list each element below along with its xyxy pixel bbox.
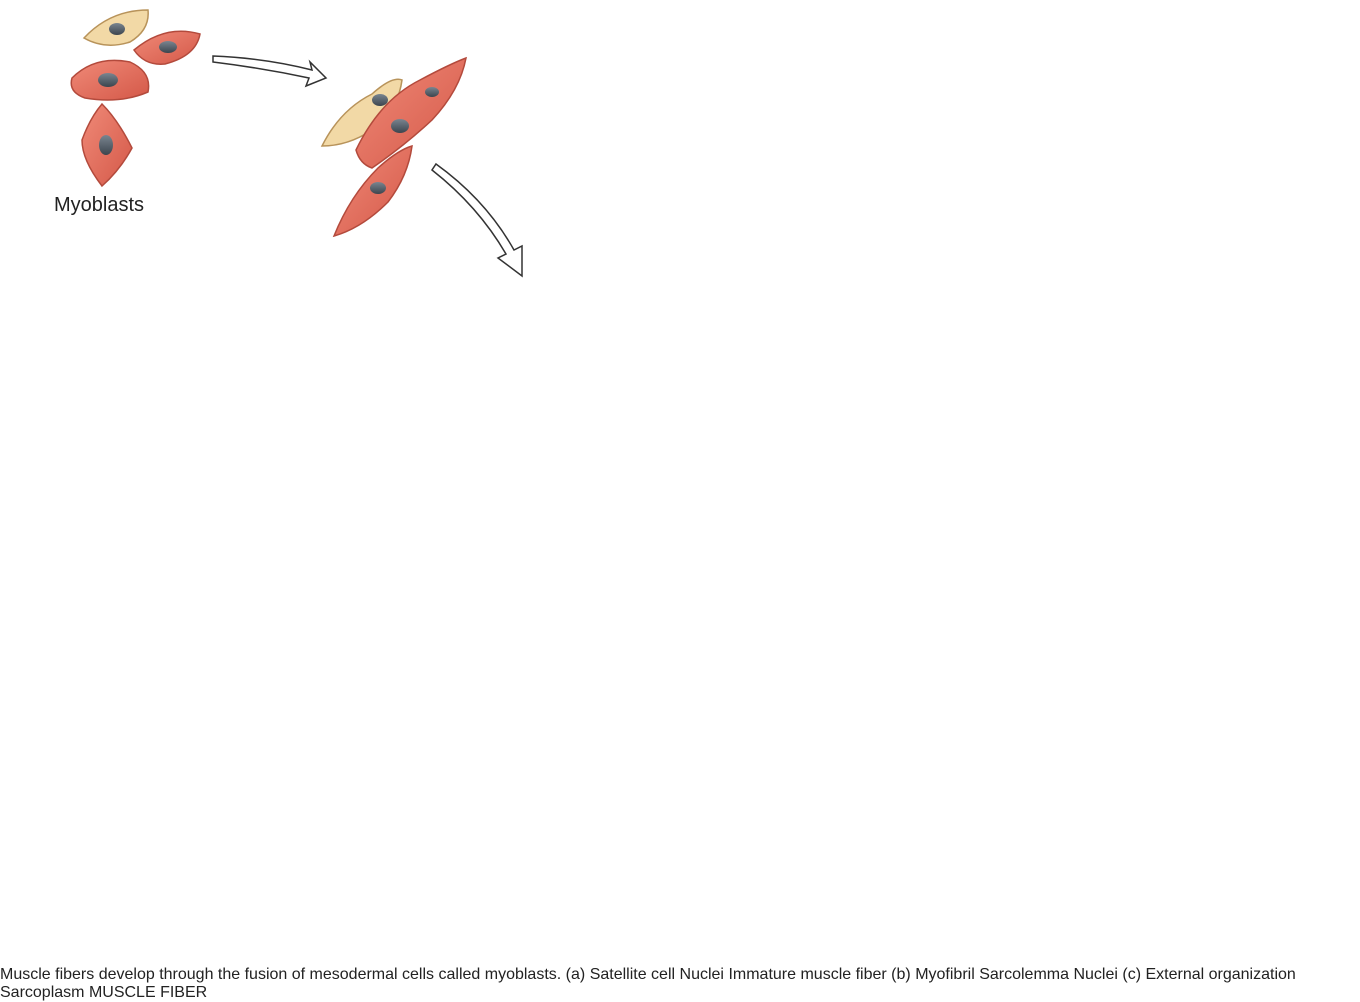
info-line-5-prefix: called: [438, 966, 484, 983]
info-box-text: Muscle fibers develop through the fusion…: [0, 966, 566, 983]
info-line-1: Muscle fibers: [0, 966, 94, 983]
fusing-myoblasts: [322, 58, 466, 236]
label-satellite-cell: Satellite cell: [590, 966, 675, 983]
info-box-frame: Muscle fibers develop through the fusion…: [0, 966, 1296, 1001]
info-line-2: develop through: [99, 966, 214, 983]
info-line-4: mesodermal cells: [310, 966, 434, 983]
info-line-5-italic: myoblasts: [485, 966, 557, 983]
label-panel-b: (b): [891, 966, 911, 983]
label-myofibril: Myofibril: [915, 966, 975, 983]
leader-sarcoplasm: MUSCLE FIBER: [89, 984, 207, 1001]
label-sarcolemma: Sarcolemma: [979, 966, 1069, 983]
myoblast-cells: [71, 10, 200, 186]
info-line-5-suffix: .: [557, 966, 561, 983]
label-sarcoplasm: Sarcoplasm: [0, 984, 84, 1001]
label-nuclei-a: Nuclei: [680, 966, 724, 983]
immature-line-2: muscle fiber: [800, 966, 886, 983]
label-panel-a: (a): [566, 966, 586, 983]
muscle-fiber-diagram: Myoblasts Muscle fibers develop through …: [0, 0, 1360, 961]
immature-line-1: Immature: [728, 966, 796, 983]
label-immature-fiber: Immature muscle fiber: [728, 966, 891, 983]
label-muscle-fiber: MUSCLE FIBER: [89, 984, 207, 1001]
label-panel-c: (c) External organization: [1122, 966, 1295, 983]
arrow-to-immature-fiber: [432, 164, 522, 276]
label-nuclei-c: Nuclei: [1073, 966, 1117, 983]
label-myoblasts: Myoblasts: [54, 194, 144, 216]
diagram-canvas: Myoblasts: [0, 0, 1360, 961]
arrow-to-fusion: [213, 56, 326, 86]
info-line-3: the fusion of: [218, 966, 305, 983]
